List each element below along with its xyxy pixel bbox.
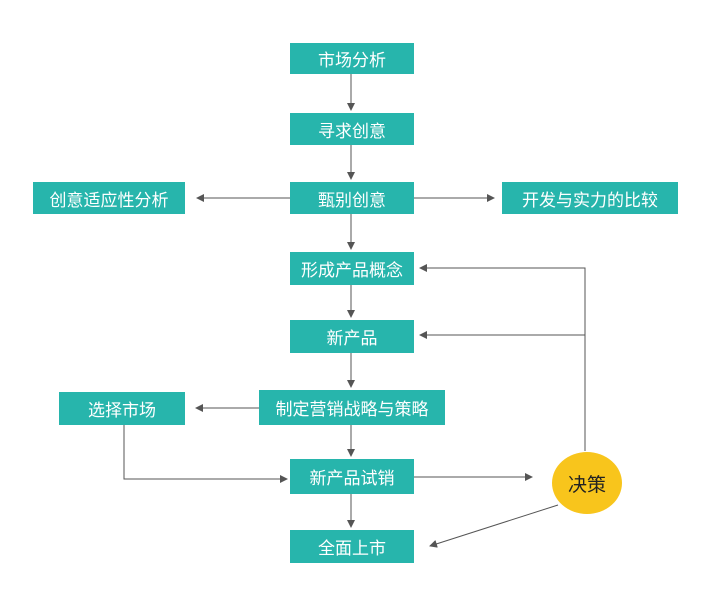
node-test-marketing: 新产品试销 [290,459,414,494]
node-product-concept-label: 形成产品概念 [301,261,403,281]
arrow-decision-to-launch [429,504,559,548]
node-seek-ideas: 寻求创意 [290,113,414,145]
node-new-product: 新产品 [290,320,414,353]
node-product-concept: 形成产品概念 [290,252,414,285]
node-market-analysis: 市场分析 [290,43,414,74]
node-full-launch: 全面上市 [290,530,414,563]
node-screen-ideas: 甄别创意 [290,182,414,214]
node-idea-fit-analysis-label: 创意适应性分析 [49,190,169,211]
node-dev-capability-label: 开发与实力的比较 [522,190,658,211]
arrow-decision-to-concept [419,264,586,451]
node-full-launch-label: 全面上市 [318,539,386,559]
node-marketing-strategy: 制定营销战略与策略 [259,390,445,425]
node-idea-fit-analysis: 创意适应性分析 [33,182,185,214]
node-select-market: 选择市场 [59,392,185,425]
node-new-product-label: 新产品 [326,329,378,349]
arrow-select-market-to-test [123,425,288,483]
node-seek-ideas-label: 寻求创意 [318,121,386,142]
node-select-market-label: 选择市场 [88,401,156,421]
node-market-analysis-label: 市场分析 [318,51,386,71]
node-marketing-strategy-label: 制定营销战略与策略 [275,400,429,420]
node-decision-label: 决策 [567,473,606,496]
node-test-marketing-label: 新产品试销 [309,469,395,489]
node-decision: 决策 [552,452,622,514]
node-dev-capability: 开发与实力的比较 [502,182,678,214]
node-screen-ideas-label: 甄别创意 [318,190,386,211]
